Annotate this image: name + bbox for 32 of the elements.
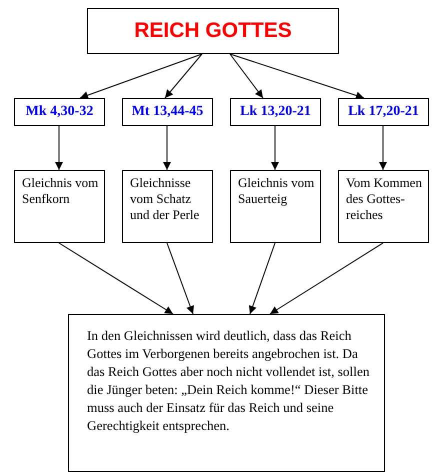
bible-reference: Lk 13,20-21 bbox=[239, 103, 312, 121]
parable-box bbox=[14, 170, 105, 243]
parable-title: Vom Kommen des Gottes-reiches bbox=[345, 174, 423, 223]
bible-reference: Mk 4,30-32 bbox=[24, 103, 94, 121]
parable-title: Gleichnisse vom Schatz und der Perle bbox=[129, 174, 200, 223]
arrow bbox=[164, 54, 202, 98]
bible-reference: Lk 17,20-21 bbox=[347, 103, 420, 121]
parable-box bbox=[338, 170, 429, 243]
reference-box bbox=[122, 98, 213, 126]
arrow bbox=[163, 126, 171, 170]
arrow bbox=[80, 54, 202, 100]
summary-box bbox=[68, 314, 385, 472]
summary-text: In den Gleichnissen wird deutlich, dass das Reich Gottes im Verborgenen bereits angebrochen ist. Da das Reich Gottes aber noch nicht vollendet ist, sollen die Jünger beten: „Dein Reich komme!“ Dieser Bitte muss auch der Einsatz für das Reich und seine Gerechtigkeit entsprechen. bbox=[86, 327, 370, 435]
parable-box bbox=[230, 170, 321, 243]
parable-title: Gleichnis vom Senfkorn bbox=[21, 174, 100, 207]
bible-reference: Mt 13,44-45 bbox=[130, 103, 204, 121]
reference-box bbox=[338, 98, 429, 126]
arrow bbox=[230, 54, 264, 98]
parable-box bbox=[122, 170, 213, 243]
arrow bbox=[230, 54, 364, 100]
reference-box bbox=[230, 98, 321, 126]
arrow bbox=[248, 242, 276, 314]
arrow bbox=[166, 242, 194, 314]
title-box bbox=[87, 8, 339, 54]
arrow bbox=[271, 126, 279, 170]
parable-title: Gleichnis vom Sauerteig bbox=[237, 174, 316, 207]
arrow bbox=[379, 126, 387, 170]
title: REICH GOTTES bbox=[133, 18, 293, 44]
arrow bbox=[270, 242, 384, 314]
reference-box bbox=[14, 98, 105, 126]
arrow bbox=[55, 126, 63, 170]
arrow bbox=[58, 242, 174, 314]
